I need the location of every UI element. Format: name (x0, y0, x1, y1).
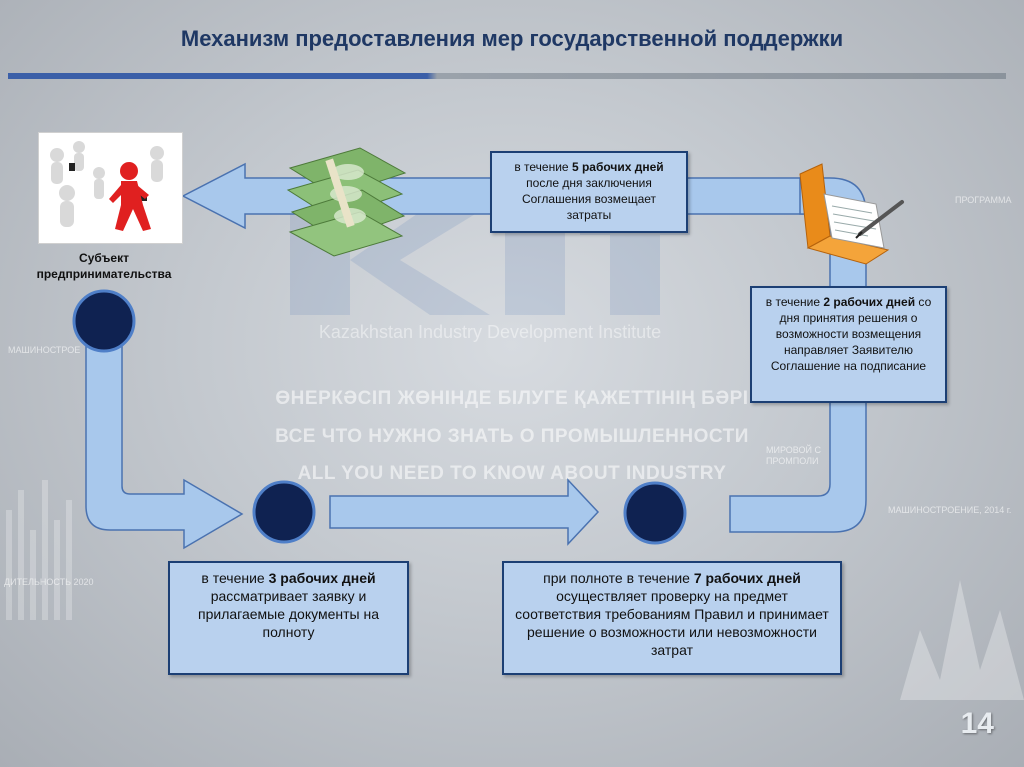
step3-post: со дня принятия решения о возможности во… (770, 295, 932, 373)
step-box-verification: при полноте в течение 7 рабочих дней осу… (502, 561, 842, 675)
arrow-middle-right (329, 478, 600, 546)
arrow-left-pipe (85, 344, 244, 550)
step1-post: рассматривает заявку и прилагаемые докум… (198, 588, 379, 640)
step3-pre: в течение (765, 295, 824, 309)
step-box-agreement: в течение 2 рабочих дней со дня принятия… (750, 286, 947, 403)
folder-document-icon (799, 163, 904, 265)
background-bar-chart-left (6, 480, 72, 620)
title-divider (8, 73, 1006, 79)
step1-deadline: 3 рабочих дней (268, 570, 376, 586)
step-box-reimburse: в течение 5 рабочих дней после дня заклю… (490, 151, 688, 233)
watermark-side-right-1: ПРОГРАММА (955, 195, 1012, 205)
money-stack-icon (286, 147, 407, 257)
people-running-icon (38, 132, 183, 244)
logo-watermark-subtitle: Kazakhstan Industry Development Institut… (318, 322, 662, 342)
step-circle-1 (252, 480, 316, 544)
step4-deadline: 5 рабочих дней (571, 160, 664, 174)
watermark-line-russian: ВСЕ ЧТО НУЖНО ЗНАТЬ О ПРОМЫШЛЕННОСТИ (275, 426, 749, 447)
background-area-chart-right (900, 580, 1024, 700)
watermark-side-right-2: МИРОВОЙ С ПРОМПОЛИ (766, 445, 821, 466)
subject-label: Субъект предпринимательства (36, 251, 172, 281)
step1-pre: в течение (201, 570, 269, 586)
step-circle-2 (623, 481, 687, 545)
step4-post: после дня заключения Соглашения возмещае… (521, 176, 657, 222)
step3-deadline: 2 рабочих дней (823, 295, 916, 309)
watermark-line-english: ALL YOU NEED TO KNOW ABOUT INDUSTRY (297, 463, 727, 484)
step2-pre: при полноте в течение (543, 570, 694, 586)
step2-post: осуществляет проверку на предмет соответ… (515, 588, 829, 658)
step4-pre: в течение (514, 160, 572, 174)
page-number: 14 (960, 707, 994, 740)
step-circle-subject (72, 289, 136, 353)
watermark-side-right-3: МАШИНОСТРОЕНИЕ, 2014 г. (888, 505, 1012, 515)
watermark-side-left-1: МАШИНОСТРОЕ (8, 345, 81, 355)
slide-title: Механизм предоставления мер государствен… (180, 26, 844, 51)
step2-deadline: 7 рабочих дней (693, 570, 801, 586)
step-box-review: в течение 3 рабочих дней рассматривает з… (168, 561, 409, 675)
watermark-side-left-2: ДИТЕЛЬНОСТЬ 2020 (4, 577, 94, 587)
watermark-line-kazakh: ӨНЕРКӘСІП ЖӨНІНДЕ БІЛУГЕ ҚАЖЕТТІНІҢ БӘРІ (275, 388, 749, 409)
